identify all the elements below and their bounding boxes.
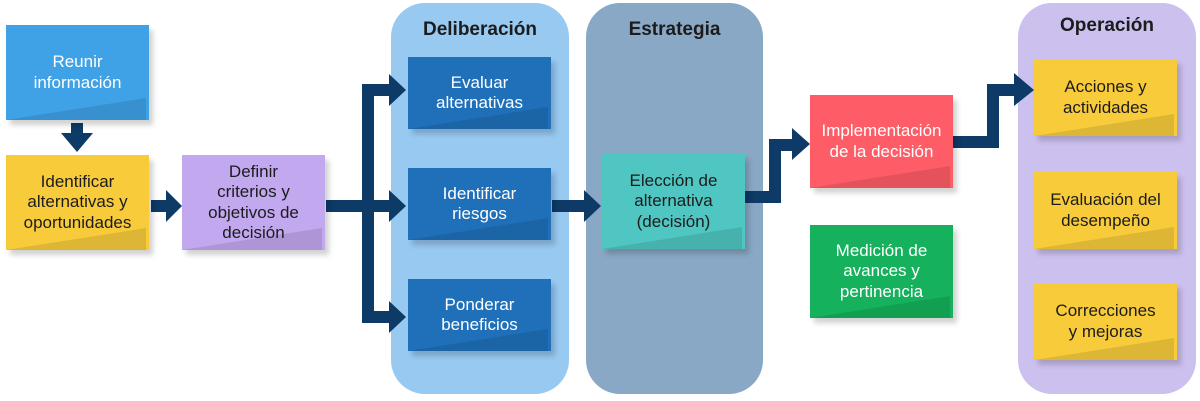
arrow-step-1-h2 — [769, 139, 795, 151]
evaluar-alternativas-box: Evaluar alternativas — [408, 57, 551, 129]
arrow-split-bottom-head — [389, 301, 406, 333]
evaluacion-desempeno-label: Evaluación del desempeño — [1050, 190, 1161, 230]
arrow-split-stem — [326, 200, 368, 212]
deliberacion-title: Deliberación — [422, 19, 538, 40]
ponderar-beneficios-box: Ponderar beneficios — [408, 279, 551, 351]
implementacion-decision-box: Implementación de la decisión — [810, 95, 953, 188]
arrow-split-top — [362, 84, 392, 96]
identificar-riesgos-box: Identificar riesgos — [408, 168, 551, 240]
arrow-step-2-h2 — [987, 84, 1017, 96]
identificar-riesgos-label: Identificar riesgos — [442, 183, 517, 223]
arrow-step-2-head — [1014, 73, 1034, 106]
medicion-avances-label: Medición de avances y pertinencia — [835, 240, 928, 301]
evaluacion-desempeno-box: Evaluación del desempeño — [1034, 172, 1177, 249]
identificar-alternativas-box: Identificar alternativas y oportunidades — [6, 155, 149, 250]
eleccion-alternativa-box: Elección de alternativa (decisión) — [602, 154, 745, 249]
arrow-step-1-head — [792, 128, 810, 160]
identificar-alternativas-label: Identificar alternativas y oportunidades — [23, 171, 132, 232]
acciones-actividades-label: Acciones y actividades — [1062, 77, 1149, 117]
operacion-title: Operación — [1060, 15, 1154, 36]
definir-criterios-label: Definir criterios y objetivos de decisió… — [208, 161, 299, 242]
arrow-right-1-head — [166, 190, 182, 222]
arrow-split-top-head — [389, 74, 406, 106]
reunir-informacion-box: Reunir información — [6, 25, 149, 120]
implementacion-decision-label: Implementación de la decisión — [821, 121, 942, 161]
arrow-right-2-head — [584, 190, 601, 222]
acciones-actividades-box: Acciones y actividades — [1034, 59, 1177, 136]
definir-criterios-box: Definir criterios y objetivos de decisió… — [182, 155, 325, 250]
arrow-right-2-shaft — [552, 200, 588, 212]
arrow-split-bottom — [362, 311, 392, 323]
evaluar-alternativas-label: Evaluar alternativas — [436, 72, 523, 112]
ponderar-beneficios-label: Ponderar beneficios — [441, 294, 518, 334]
reunir-informacion-label: Reunir información — [33, 52, 122, 92]
correcciones-mejoras-label: Correcciones y mejoras — [1055, 301, 1156, 341]
arrow-step-2-v — [987, 84, 999, 148]
arrow-step-1-v — [769, 139, 781, 203]
arrow-down-head — [61, 133, 93, 152]
correcciones-mejoras-box: Correcciones y mejoras — [1034, 283, 1177, 360]
arrow-split-middle — [362, 200, 392, 212]
arrow-split-middle-head — [389, 190, 406, 222]
estrategia-title: Estrategia — [628, 19, 721, 40]
eleccion-alternativa-label: Elección de alternativa (decisión) — [629, 170, 718, 231]
arrow-right-1-shaft — [151, 200, 168, 212]
medicion-avances-box: Medición de avances y pertinencia — [810, 225, 953, 318]
